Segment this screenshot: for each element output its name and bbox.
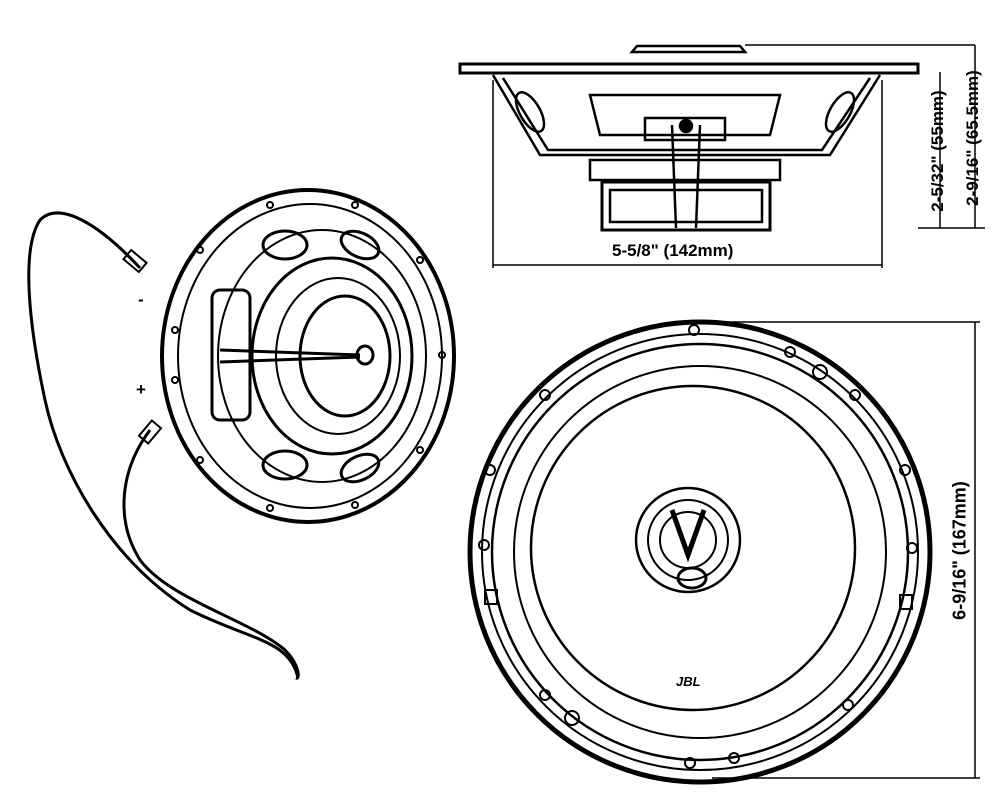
width-dimension-label: 5-5/8" (142mm) (612, 241, 734, 260)
mount-depth-dimension-label: 2-5/32" (55mm) (928, 90, 947, 212)
positive-terminal-label: + (136, 380, 146, 399)
rear-view-speaker (160, 188, 456, 524)
front-view-speaker (467, 319, 980, 785)
side-view-speaker (458, 44, 985, 268)
negative-terminal-label: - (138, 290, 144, 309)
diameter-dimension-label: 6-9/16" (167mm) (949, 481, 970, 620)
speaker-wires (27, 211, 300, 680)
jbl-logo: JBL (676, 674, 701, 689)
total-depth-dimension-label: 2-9/16" (65.5mm) (963, 70, 982, 206)
